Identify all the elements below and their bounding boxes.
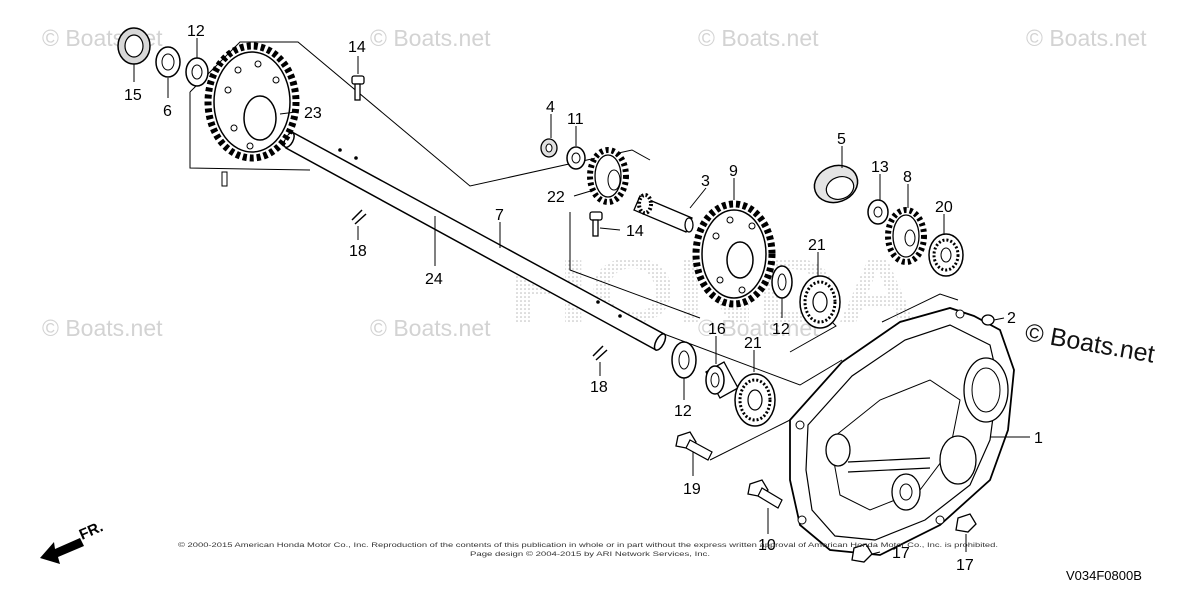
callout-20: 20	[935, 199, 953, 216]
copyright-line-2: Page design © 2004-2015 by ARI Network S…	[470, 550, 710, 558]
callout-15: 15	[124, 87, 142, 104]
gear-part-9	[692, 200, 776, 308]
bearing-part-21-lower	[734, 373, 776, 427]
watermark: © Boats.net	[370, 25, 491, 51]
callout-3: 3	[701, 173, 710, 190]
nut-part-17-left	[851, 543, 873, 563]
callout-19: 19	[683, 481, 701, 498]
gear-part-22	[587, 147, 629, 205]
callout-17: 17	[956, 557, 974, 574]
gear-part-23	[204, 42, 300, 162]
front-direction-indicator: FR.	[40, 518, 106, 564]
clip-part-18-lower	[592, 345, 608, 361]
washer-part-11	[566, 146, 586, 170]
washer-part-12-middle	[771, 265, 793, 299]
watermark: © Boats.net	[370, 315, 491, 341]
callout-labels: 15 6 12 23 14 4 11 22 3 14 9 5 13 8 20 7…	[124, 23, 1043, 574]
washer-part-6	[155, 46, 181, 78]
guide-line	[881, 293, 959, 323]
callout-11: 11	[567, 111, 584, 128]
arrow-left-icon	[40, 538, 84, 564]
assembly-lines	[189, 41, 959, 461]
callout-21: 21	[808, 237, 826, 254]
pin-part-14-top	[351, 75, 365, 101]
callout-24: 24	[425, 271, 443, 288]
guide-line	[709, 419, 791, 461]
callout-9: 9	[729, 163, 738, 180]
callout-2: 2	[1007, 310, 1016, 327]
copyright-line-1: © 2000-2015 American Honda Motor Co., In…	[178, 541, 998, 549]
callout-8: 8	[903, 169, 912, 186]
gear-part-8	[885, 207, 927, 265]
clip-part-18-upper	[351, 209, 367, 225]
watermark: © Boats.net	[1026, 25, 1147, 51]
callout-6: 6	[163, 103, 172, 120]
pin-part-14-middle	[589, 211, 603, 237]
callout-7: 7	[495, 207, 504, 224]
direction-label: FR.	[77, 518, 106, 543]
washer-part-12-lower	[671, 341, 697, 379]
washer-part-13	[867, 199, 889, 225]
callout-17: 17	[892, 545, 910, 562]
callout-16: 16	[708, 321, 726, 338]
shaft-part-3	[633, 193, 694, 233]
callout-18: 18	[349, 243, 367, 260]
copyright-notice: © 2000-2015 American Honda Motor Co., In…	[178, 541, 998, 558]
shaft-part-7	[221, 130, 667, 352]
callout-18: 18	[590, 379, 608, 396]
callout-12: 12	[187, 23, 205, 40]
callout-4: 4	[546, 99, 555, 116]
nut-part-17-right	[955, 513, 977, 533]
bearing-part-20	[928, 233, 964, 277]
bearing-part-21-upper	[799, 275, 841, 329]
callout-13: 13	[871, 159, 889, 176]
watermark: © Boats.net	[42, 315, 163, 341]
callout-12: 12	[674, 403, 692, 420]
leader-lines	[133, 38, 1030, 555]
drawing-code: V034F0800B	[1066, 568, 1142, 583]
callout-12: 12	[772, 321, 790, 338]
collar-part-16	[705, 361, 739, 399]
callout-10: 10	[758, 537, 776, 554]
watermark-dark: © Boats.net	[1023, 318, 1157, 368]
callout-14: 14	[348, 39, 366, 56]
callout-21: 21	[744, 335, 762, 352]
washer-part-12-top	[185, 57, 209, 87]
guide-line	[639, 324, 843, 386]
bolt-part-19	[675, 431, 713, 461]
callout-1: 1	[1034, 430, 1043, 447]
watermark: © Boats.net	[698, 25, 819, 51]
seal-part-15	[117, 27, 151, 65]
callout-5: 5	[837, 131, 846, 148]
guide-line	[569, 212, 701, 319]
nut-part-4	[540, 138, 558, 158]
callout-23: 23	[304, 105, 322, 122]
watermark: © Boats.net	[698, 315, 819, 341]
callout-14: 14	[626, 223, 644, 240]
dowel-part-2	[981, 314, 995, 326]
guide-line	[189, 41, 651, 187]
bolt-part-10	[747, 479, 783, 509]
collar-part-5	[813, 164, 859, 204]
callout-22: 22	[547, 189, 565, 206]
guide-line	[189, 92, 311, 171]
housing-part-1	[789, 307, 1015, 556]
